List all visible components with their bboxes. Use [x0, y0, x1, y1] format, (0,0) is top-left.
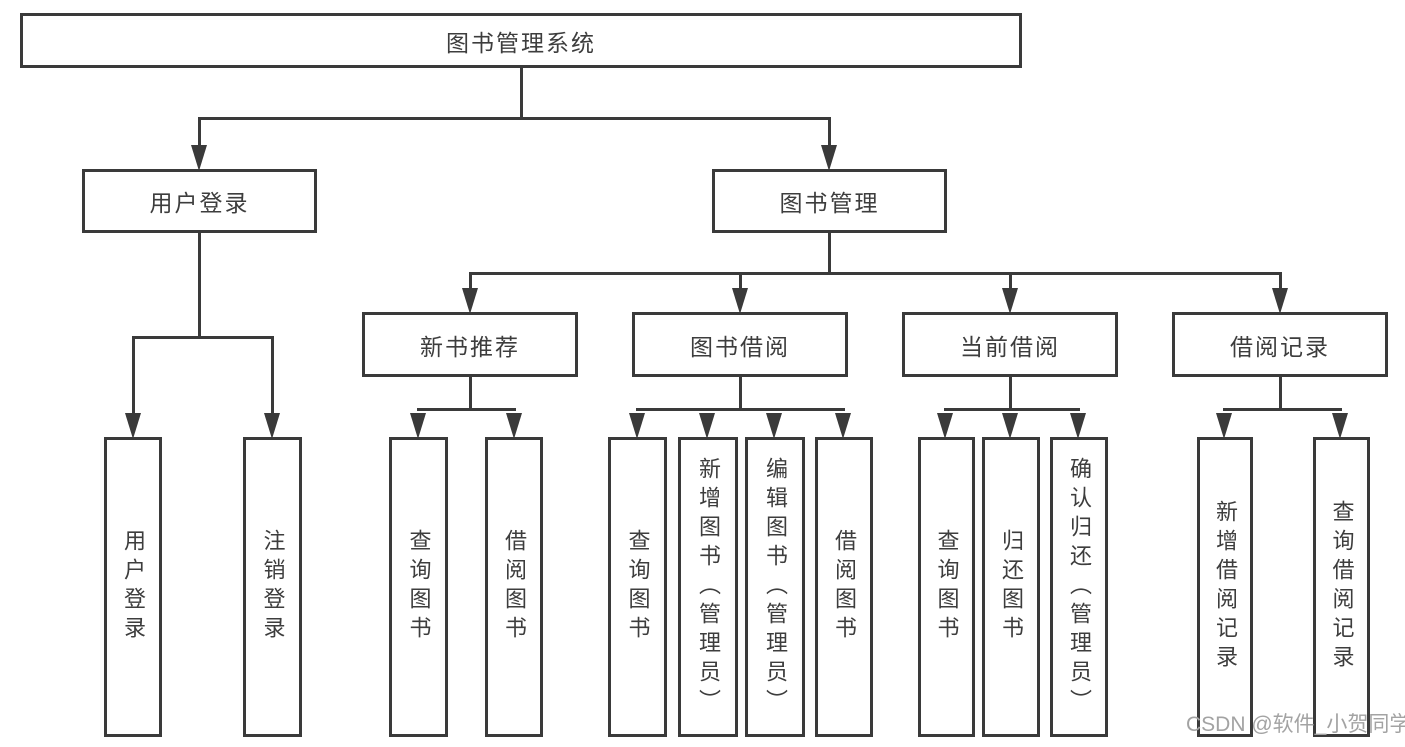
edge-mgmt-horizontal	[469, 272, 1282, 275]
edge-stem-records	[1279, 272, 1282, 290]
arrowhead-login	[191, 145, 207, 171]
leaf-logout: 注销登录	[243, 437, 302, 737]
leaf-user-login: 用户登录	[104, 437, 162, 737]
leaf-borrow-book-recommend: 借阅图书	[485, 437, 543, 737]
node-user-login: 用户登录	[82, 169, 317, 233]
leaf-add-borrow-record: 新增借阅记录	[1197, 437, 1253, 737]
leaf-query-book-current-label: 查询图书	[934, 529, 960, 645]
arrowhead-borrow-leaf2	[699, 413, 715, 439]
arrowhead-recommend	[462, 288, 478, 314]
edge-stem-current	[1009, 272, 1012, 290]
leaf-confirm-return-admin: 确认归还（管理员）	[1050, 437, 1108, 737]
arrowhead-records-leaf2	[1332, 413, 1348, 439]
leaf-user-login-label: 用户登录	[121, 529, 146, 645]
leaf-borrow-book-label: 借阅图书	[832, 529, 857, 645]
node-borrow-records-label: 借阅记录	[1230, 333, 1330, 360]
edge-stem-mgmt	[828, 117, 831, 147]
csdn-watermark: CSDN @软件_小贺同学	[1186, 713, 1405, 736]
node-book-borrow-label: 图书借阅	[690, 333, 790, 360]
node-root-label: 图书管理系统	[446, 29, 596, 56]
edge-borrow-stem	[739, 377, 742, 411]
edge-recommend-horizontal	[417, 408, 516, 411]
leaf-edit-book-admin-label: 编辑图书（管理员）	[763, 456, 788, 718]
edge-records-stem	[1279, 377, 1282, 411]
edge-root-horizontal	[198, 117, 831, 120]
edge-current-horizontal	[944, 408, 1080, 411]
edge-login-stem	[198, 233, 201, 339]
node-new-book-recommend: 新书推荐	[362, 312, 578, 377]
edge-stem-login	[198, 117, 201, 147]
edge-login-child1-stem	[132, 336, 135, 413]
leaf-logout-label: 注销登录	[260, 529, 286, 645]
node-new-book-recommend-label: 新书推荐	[420, 333, 520, 360]
node-current-borrow: 当前借阅	[902, 312, 1118, 377]
leaf-query-book-current: 查询图书	[918, 437, 975, 737]
leaf-edit-book-admin: 编辑图书（管理员）	[745, 437, 805, 737]
edge-login-horizontal	[132, 336, 274, 339]
edge-root-stem	[520, 68, 523, 118]
node-user-login-label: 用户登录	[149, 190, 250, 216]
edge-login-child2-stem	[271, 336, 274, 413]
edge-recommend-stem	[469, 377, 472, 411]
arrowhead-records	[1272, 288, 1288, 314]
arrowhead-logout-leaf	[264, 413, 280, 439]
arrowhead-mgmt	[821, 145, 837, 171]
leaf-borrow-book-recommend-label: 借阅图书	[502, 529, 527, 645]
leaf-query-book-recommend: 查询图书	[389, 437, 448, 737]
arrowhead-current-leaf3	[1070, 413, 1086, 439]
arrowhead-current-leaf2	[1002, 413, 1018, 439]
arrowhead-borrow-leaf4	[835, 413, 851, 439]
leaf-query-borrow-record: 查询借阅记录	[1313, 437, 1370, 737]
node-current-borrow-label: 当前借阅	[960, 333, 1060, 360]
leaf-return-book-label: 归还图书	[999, 529, 1024, 645]
leaf-confirm-return-admin-label: 确认归还（管理员）	[1067, 456, 1092, 718]
arrowhead-borrow-leaf1	[629, 413, 645, 439]
edge-mgmt-stem	[828, 233, 831, 275]
node-borrow-records: 借阅记录	[1172, 312, 1388, 377]
node-book-borrow: 图书借阅	[632, 312, 848, 377]
edge-records-horizontal	[1223, 408, 1342, 411]
arrowhead-recommend-leaf2	[506, 413, 522, 439]
leaf-add-book-admin-label: 新增图书（管理员）	[696, 456, 721, 718]
arrowhead-current-leaf1	[937, 413, 953, 439]
leaf-query-book-borrow-label: 查询图书	[625, 529, 651, 645]
arrowhead-current	[1002, 288, 1018, 314]
arrowhead-user-login-leaf	[125, 413, 141, 439]
node-root: 图书管理系统	[20, 13, 1022, 68]
leaf-return-book: 归还图书	[982, 437, 1040, 737]
leaf-add-book-admin: 新增图书（管理员）	[678, 437, 738, 737]
leaf-query-borrow-record-label: 查询借阅记录	[1329, 500, 1355, 674]
leaf-query-book-borrow: 查询图书	[608, 437, 667, 737]
edge-stem-recommend	[469, 272, 472, 290]
arrowhead-recommend-leaf1	[410, 413, 426, 439]
node-book-management-label: 图书管理	[779, 190, 880, 216]
edge-stem-borrow	[739, 272, 742, 290]
leaf-add-borrow-record-label: 新增借阅记录	[1213, 500, 1238, 674]
edge-borrow-horizontal	[636, 408, 845, 411]
node-book-management: 图书管理	[712, 169, 947, 233]
arrowhead-borrow	[732, 288, 748, 314]
arrowhead-borrow-leaf3	[766, 413, 782, 439]
edge-current-stem	[1009, 377, 1012, 411]
arrowhead-records-leaf1	[1216, 413, 1232, 439]
leaf-query-book-recommend-label: 查询图书	[406, 529, 432, 645]
leaf-borrow-book: 借阅图书	[815, 437, 873, 737]
